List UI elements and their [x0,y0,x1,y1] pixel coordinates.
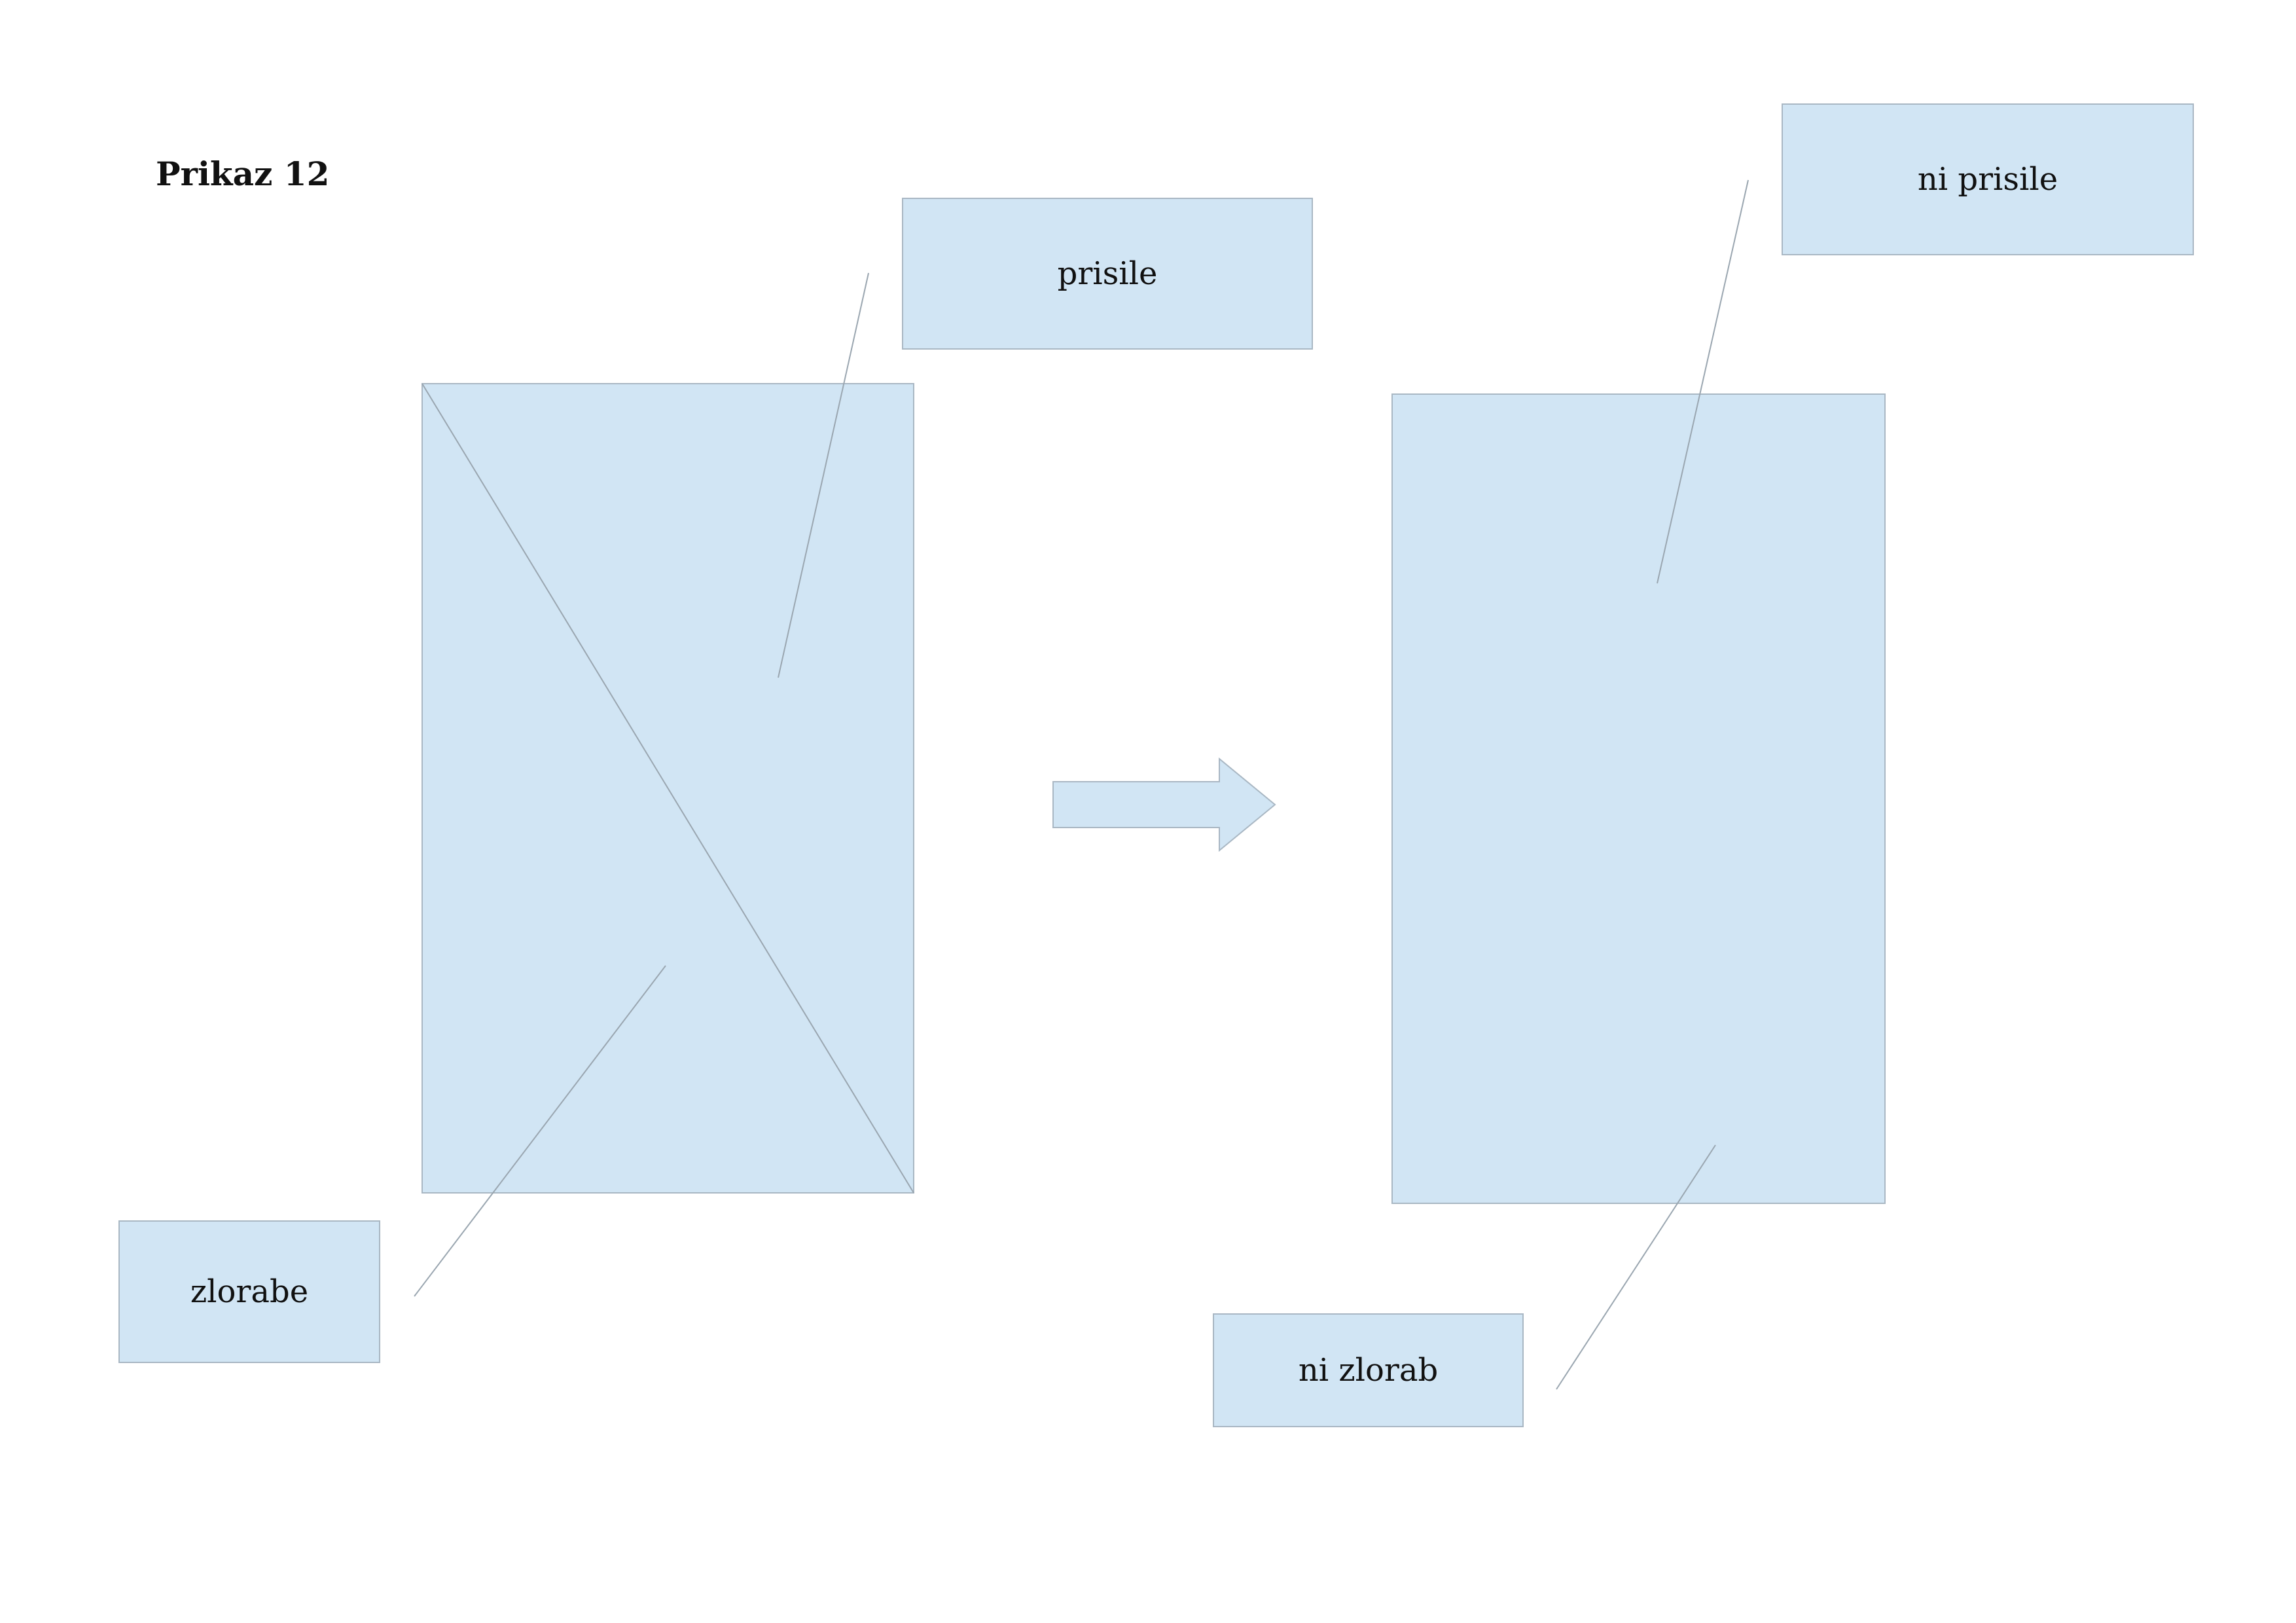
page-title: Prikaz 12 [156,155,330,193]
label-zlorabe: zlorabe [118,1220,380,1363]
label-ni-prisile: ni prisile [1782,103,2194,255]
label-zlorabe-text: zlorabe [190,1273,309,1310]
label-ni-prisile-text: ni prisile [1917,161,2058,198]
label-ni-zlorab: ni zlorab [1213,1313,1524,1427]
label-ni-zlorab-text: ni zlorab [1298,1352,1439,1389]
label-prisile: prisile [902,198,1313,350]
left-block [422,383,914,1194]
label-prisile-text: prisile [1057,255,1158,292]
right-block [1391,393,1886,1204]
transition-arrow [1052,757,1276,852]
